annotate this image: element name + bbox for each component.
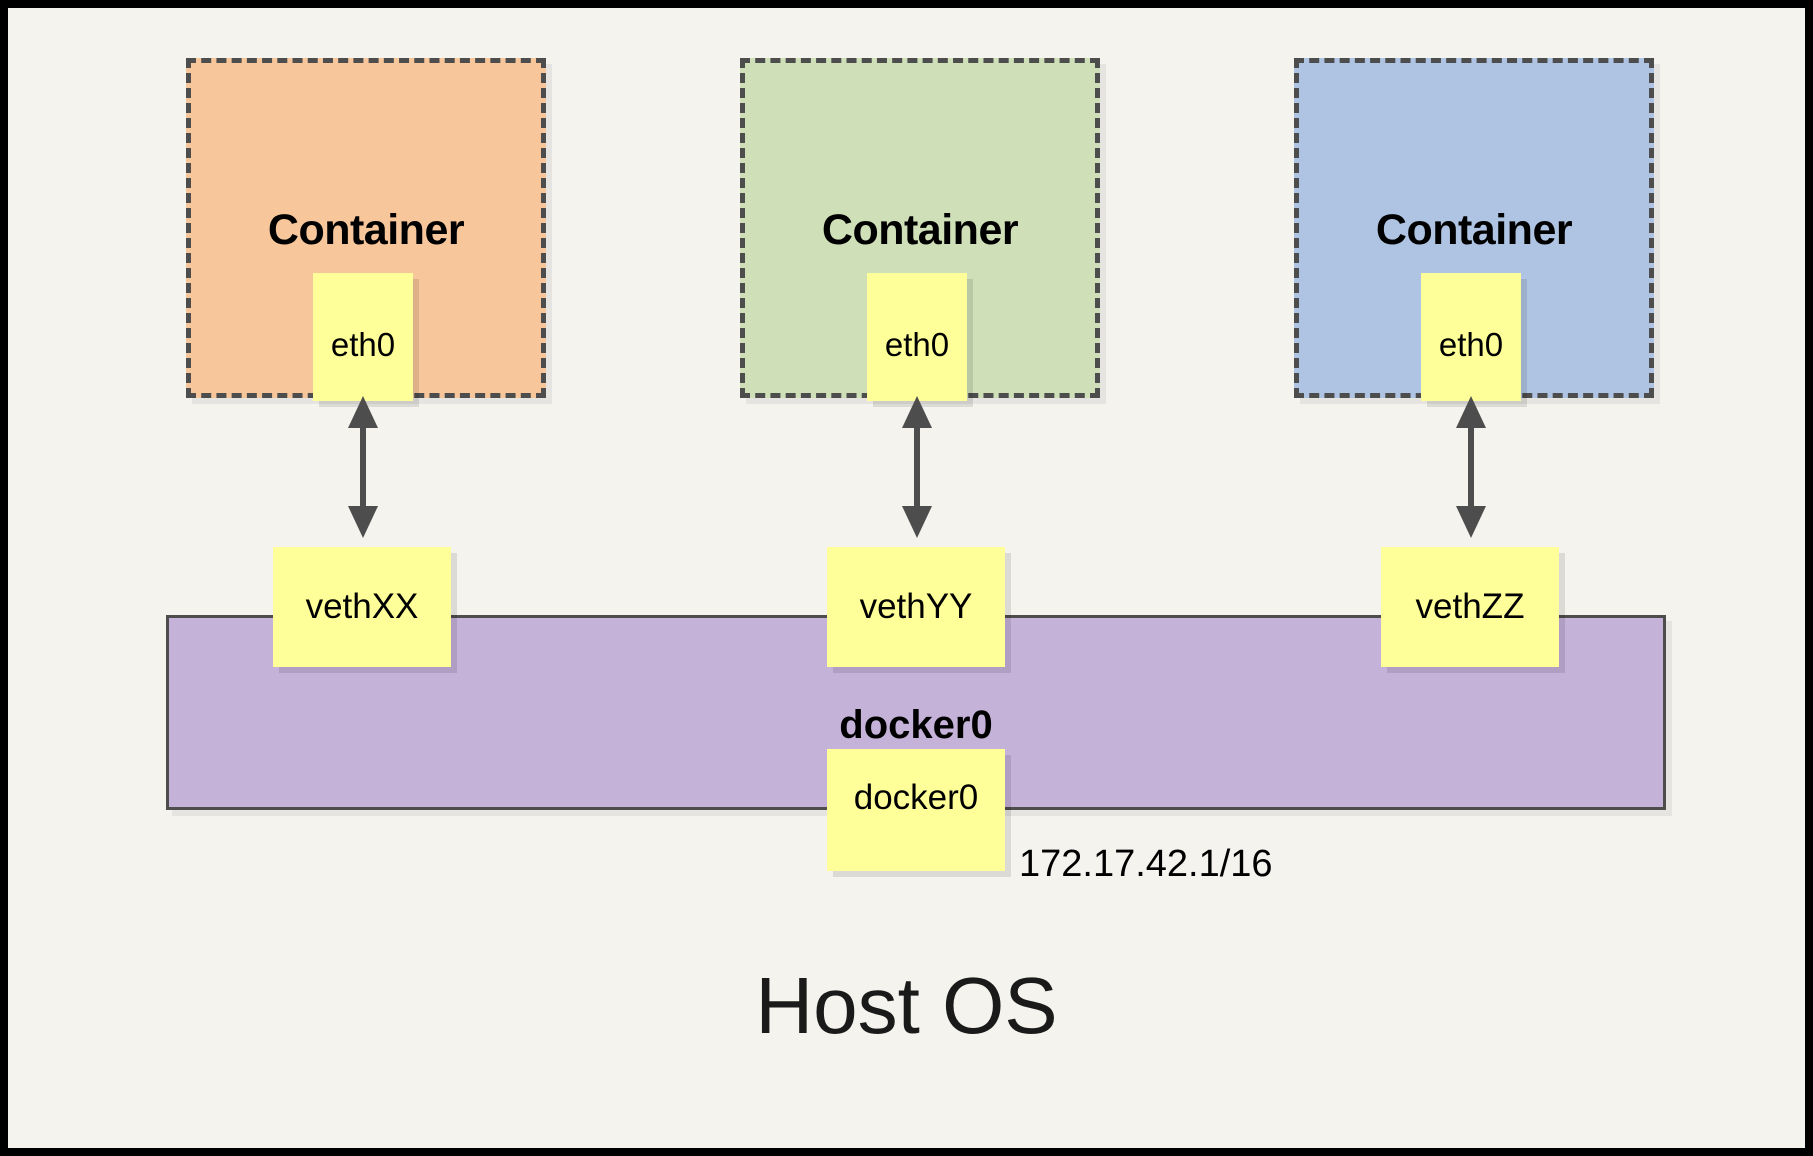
docker0-interface-label: docker0	[853, 778, 979, 817]
eth0-box-2[interactable]: eth0	[867, 273, 967, 401]
eth0-label-1: eth0	[330, 326, 396, 363]
diagram-canvas: Container eth0 Container eth0 Container …	[8, 8, 1805, 1148]
host-os-title: Host OS	[755, 961, 1058, 1050]
eth0-label-2: eth0	[884, 326, 950, 363]
veth-link-arrow-1	[348, 396, 378, 538]
container-title-3: Container	[1375, 206, 1573, 254]
veth-label-3: vethZZ	[1415, 587, 1525, 626]
docker0-interface-box[interactable]: docker0	[827, 749, 1005, 871]
eth0-label-3: eth0	[1438, 326, 1504, 363]
container-title-2: Container	[821, 206, 1019, 254]
veth-link-arrow-2	[902, 396, 932, 538]
veth-box-1[interactable]: vethXX	[273, 547, 451, 667]
veth-box-2[interactable]: vethYY	[827, 547, 1005, 667]
veth-label-2: vethYY	[859, 587, 973, 626]
eth0-box-1[interactable]: eth0	[313, 273, 413, 401]
veth-link-arrow-3	[1456, 396, 1486, 538]
veth-label-1: vethXX	[305, 587, 419, 626]
eth0-box-3[interactable]: eth0	[1421, 273, 1521, 401]
container-title-1: Container	[267, 206, 465, 254]
veth-box-3[interactable]: vethZZ	[1381, 547, 1559, 667]
docker0-ip-label: 172.17.42.1/16	[1019, 843, 1273, 885]
docker0-bridge-label: docker0	[839, 703, 993, 747]
